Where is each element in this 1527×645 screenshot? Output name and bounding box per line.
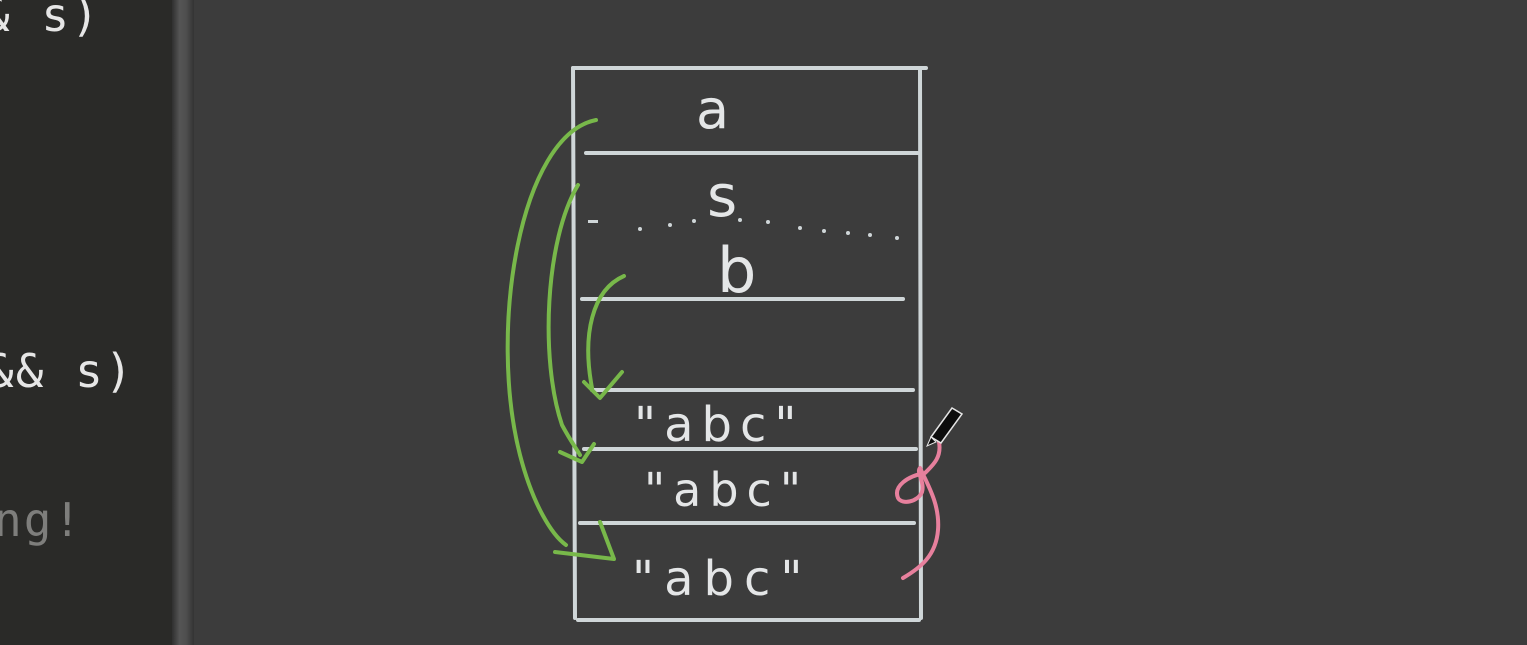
arrow-a-to-abc-3: [505, 118, 598, 547]
arrow-b-to-abc-1: [586, 274, 626, 390]
code-line: & s): [0, 0, 101, 42]
highlight-scribble: [895, 440, 942, 580]
pen-cursor-icon: [926, 407, 964, 447]
arrow-s-to-abc-2-head: [558, 442, 596, 464]
code-line: && s): [0, 344, 135, 398]
arrow-b-to-abc-1-head: [582, 370, 624, 400]
code-editor-pane[interactable]: & s) && s) ng!: [0, 0, 172, 645]
drawing-canvas[interactable]: [194, 0, 1527, 645]
cell-label-a: a: [696, 78, 729, 141]
arrow-s-to-abc-2: [546, 183, 582, 457]
memory-box: [571, 66, 928, 622]
dotted-separator: [588, 218, 899, 240]
cell-label-abc-1: "abc": [634, 397, 804, 453]
cell-label-abc-3: "abc": [632, 551, 812, 607]
code-line: ng!: [0, 493, 84, 547]
cell-label-b: b: [717, 234, 756, 307]
pane-divider[interactable]: [172, 0, 194, 645]
cell-label-s: s: [707, 162, 737, 230]
arrow-a-to-abc-3-head: [553, 520, 616, 561]
cell-label-abc-2: "abc": [644, 463, 809, 517]
